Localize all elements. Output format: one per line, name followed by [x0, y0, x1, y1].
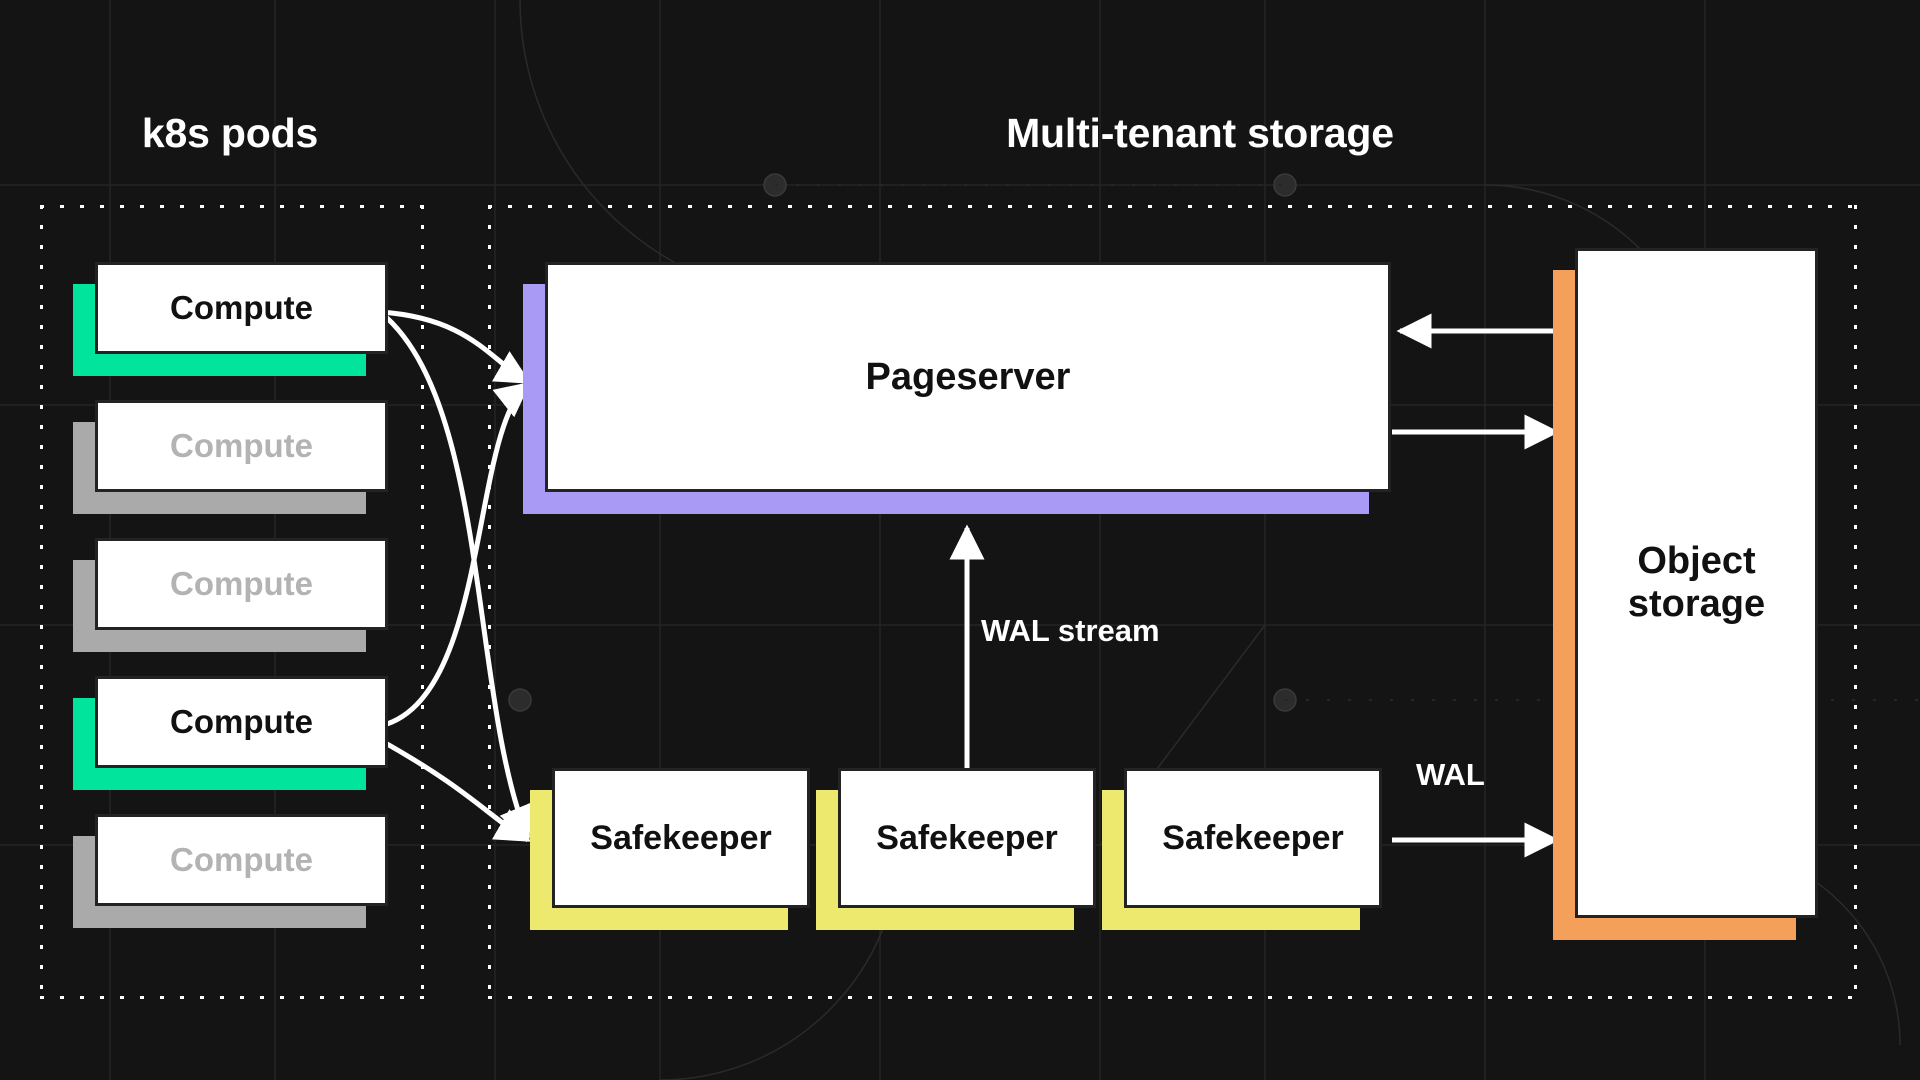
- accent-bar-left: [73, 284, 95, 376]
- accent-bar-bottom: [73, 492, 366, 514]
- section-title-k8s-pods: k8s pods: [141, 110, 319, 156]
- node-card: Compute: [95, 538, 388, 630]
- node-label: Compute: [170, 564, 313, 602]
- accent-bar-left: [1102, 790, 1124, 930]
- node-card: Object storage: [1575, 248, 1818, 918]
- node-label: Safekeeper: [590, 818, 772, 857]
- accent-bar-bottom: [73, 768, 366, 790]
- node-card: Pageserver: [545, 262, 1391, 492]
- edge-label-wal-stream: WAL stream: [981, 613, 1160, 648]
- node-pageserver[interactable]: Pageserver: [523, 262, 1391, 514]
- accent-bar-bottom: [530, 908, 788, 930]
- node-object-storage[interactable]: Object storage: [1553, 248, 1818, 940]
- node-card: Compute: [95, 814, 388, 906]
- node-compute-3[interactable]: Compute: [73, 538, 388, 652]
- accent-bar-bottom: [1102, 908, 1360, 930]
- node-safekeeper-3[interactable]: Safekeeper: [1102, 768, 1382, 930]
- node-label: Compute: [170, 702, 313, 740]
- node-label: Compute: [170, 840, 313, 878]
- accent-bar-bottom: [523, 492, 1369, 514]
- node-label: Object storage: [1628, 540, 1765, 625]
- node-card: Safekeeper: [838, 768, 1096, 908]
- accent-bar-bottom: [73, 630, 366, 652]
- node-label: Safekeeper: [1162, 818, 1344, 857]
- node-compute-1[interactable]: Compute: [73, 262, 388, 376]
- node-label-line-2: storage: [1627, 583, 1766, 625]
- accent-bar-bottom: [73, 354, 366, 376]
- accent-bar-bottom: [816, 908, 1074, 930]
- node-safekeeper-2[interactable]: Safekeeper: [816, 768, 1096, 930]
- accent-bar-left: [73, 560, 95, 652]
- accent-bar-left: [73, 422, 95, 514]
- accent-bar-bottom: [1553, 918, 1796, 940]
- node-card: Compute: [95, 262, 388, 354]
- node-label: Safekeeper: [876, 818, 1058, 857]
- node-label-line-1: Object: [1637, 540, 1756, 583]
- accent-bar-left: [73, 698, 95, 790]
- accent-bar-left: [523, 284, 545, 514]
- node-compute-4[interactable]: Compute: [73, 676, 388, 790]
- node-safekeeper-1[interactable]: Safekeeper: [530, 768, 810, 930]
- edge-label-wal: WAL: [1416, 757, 1485, 792]
- node-label: Pageserver: [865, 355, 1071, 398]
- node-label: Compute: [170, 288, 313, 326]
- node-card: Compute: [95, 400, 388, 492]
- accent-bar-left: [530, 790, 552, 930]
- node-label: Compute: [170, 426, 313, 464]
- accent-bar-bottom: [73, 906, 366, 928]
- node-card: Safekeeper: [1124, 768, 1382, 908]
- node-compute-2[interactable]: Compute: [73, 400, 388, 514]
- node-compute-5[interactable]: Compute: [73, 814, 388, 928]
- accent-bar-left: [1553, 270, 1575, 940]
- accent-bar-left: [816, 790, 838, 930]
- node-card: Compute: [95, 676, 388, 768]
- node-card: Safekeeper: [552, 768, 810, 908]
- accent-bar-left: [73, 836, 95, 928]
- section-title-multi-tenant-storage: Multi-tenant storage: [1006, 110, 1394, 156]
